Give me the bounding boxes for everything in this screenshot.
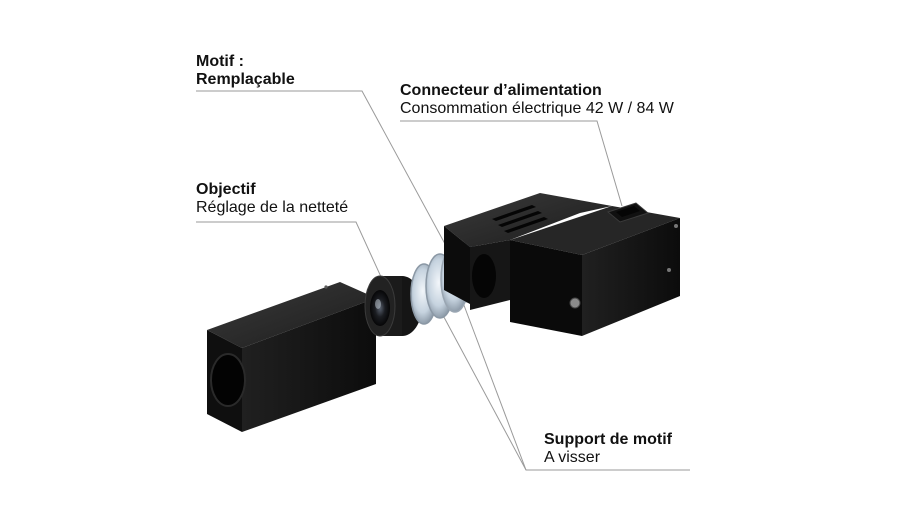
leader-line-connecteur — [400, 120, 623, 207]
callout-objectif-title: Objectif — [196, 181, 256, 198]
callout-connecteur: Connecteur d’alimentation Consommation é… — [400, 82, 674, 119]
leader-line-objectif — [196, 221, 388, 291]
vent-slots — [492, 205, 548, 233]
callout-connecteur-subtitle: Consommation électrique 42 W / 84 W — [400, 100, 674, 118]
callout-objectif-subtitle: Réglage de la netteté — [196, 199, 349, 217]
callout-objectif: Objectif Réglage de la netteté — [196, 181, 348, 218]
front-cover-hole — [210, 353, 246, 407]
front-cover-block — [207, 282, 376, 432]
power-connector — [606, 202, 650, 223]
callout-support-subtitle: A visser — [544, 449, 601, 467]
callout-connecteur-title: Connecteur d’alimentation — [400, 82, 602, 99]
callout-support-title: Support de motif — [544, 431, 672, 448]
leader-lines — [196, 90, 690, 471]
callout-motif: Motif : Remplaçable — [196, 53, 295, 90]
callout-motif-title-line1: Motif : — [196, 53, 244, 70]
callout-motif-title-line2: Remplaçable — [196, 71, 295, 89]
leader-line-motif — [196, 90, 471, 291]
objective-lens — [364, 275, 422, 337]
main-housing — [444, 193, 680, 336]
leader-line-support-2 — [461, 299, 527, 471]
callout-support: Support de motif A visser — [544, 431, 672, 468]
side-screw — [569, 297, 581, 309]
housing-opening — [472, 254, 496, 298]
